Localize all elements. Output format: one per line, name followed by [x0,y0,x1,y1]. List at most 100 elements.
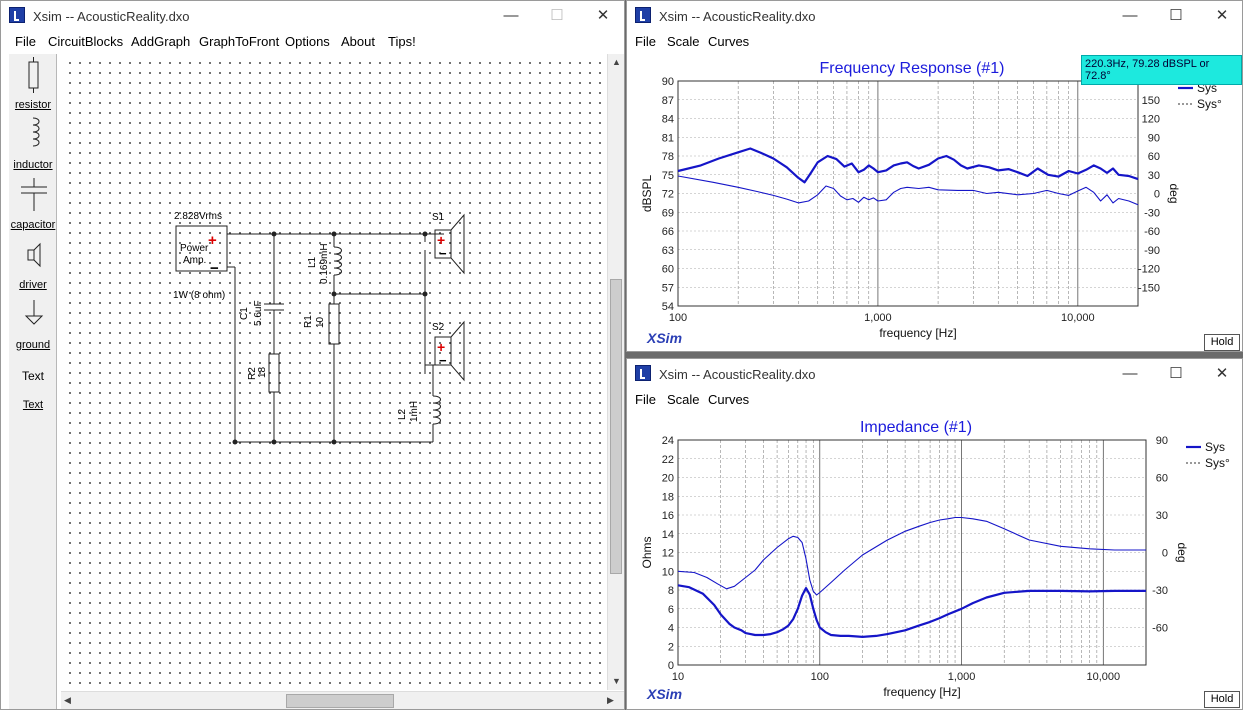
y-tick-label: 87 [662,95,674,107]
s2-minus-sign: − [439,353,447,368]
y-axis-label: Ohms [640,536,654,568]
r2-value-label: 18 [257,366,268,378]
menu-graphtofront[interactable]: GraphToFront [199,34,280,49]
maximize-button[interactable]: ☐ [1169,7,1183,24]
junction-dot [331,291,337,297]
driver-icon[interactable] [27,249,35,261]
legend-label-sys: Sys [1205,440,1225,454]
hold-button[interactable]: Hold [1204,334,1240,351]
junction-dot [331,439,337,445]
maximize-button[interactable]: ☐ [1169,365,1183,382]
y2-axis-label: deg [1175,542,1189,562]
component-palette: resistor inductor capacitor driver groun… [9,54,57,709]
menu-bar: File Scale Curves [627,31,1242,53]
amp-label-line2: Amp. [183,255,206,266]
menu-about[interactable]: About [341,34,375,49]
palette-text-tool[interactable]: Text [21,369,44,383]
l1-value-label: 0.169mH [319,243,330,284]
freq-window-titlebar[interactable]: Xsim -- AcousticReality.dxo — ☐ ✕ [627,1,1242,31]
window-title: Xsim -- AcousticReality.dxo [659,367,816,382]
hold-button[interactable]: Hold [1204,691,1240,708]
l2-inductor[interactable] [432,395,441,425]
l1-inductor[interactable] [333,246,342,276]
y-axis-label: dBSPL [640,174,654,212]
impedance-window: Xsim -- AcousticReality.dxo — ☐ ✕ File S… [626,358,1243,710]
inductor-icon[interactable] [32,117,40,147]
y-tick-label: 10 [662,566,674,578]
menu-file[interactable]: File [635,392,656,407]
y2-tick-label: 90 [1156,435,1168,447]
menu-scale[interactable]: Scale [667,392,700,407]
imp-window-titlebar[interactable]: Xsim -- AcousticReality.dxo — ☐ ✕ [627,359,1242,389]
menu-options[interactable]: Options [285,34,330,49]
scroll-down-arrow-icon[interactable]: ▼ [612,676,621,686]
r1-resistor[interactable] [328,303,340,345]
menu-curves[interactable]: Curves [708,34,750,49]
frequency-graph-area[interactable]: 9087848178757269666360575418015012090603… [627,53,1242,351]
r1-name-label: R1 [303,315,314,328]
s1-plus-sign: + [437,232,445,248]
minimize-button[interactable]: — [1122,7,1138,24]
menu-circuitblocks[interactable]: CircuitBlocks [48,34,124,49]
cursor-readout: 220.3Hz, 79.28 dBSPL or 72.8° [1081,55,1242,85]
scroll-right-arrow-icon[interactable]: ▶ [607,695,614,705]
palette-label-capacitor[interactable]: capacitor [10,219,56,231]
minimize-button[interactable]: — [1122,365,1138,382]
menu-bar: File CircuitBlocks AddGraph GraphToFront… [1,31,624,53]
app-logo-icon [635,365,651,381]
palette-label-resistor[interactable]: resistor [14,99,52,111]
palette-label-text[interactable]: Text [22,399,44,411]
y-tick-label: 4 [668,623,674,635]
close-button[interactable]: ✕ [1215,365,1229,382]
series-line-sys [677,584,1146,638]
vertical-scrollbar[interactable]: ▲ ▼ [607,54,624,690]
scroll-up-arrow-icon[interactable]: ▲ [612,57,621,67]
menu-curves[interactable]: Curves [708,392,750,407]
series-line-phase [677,516,1146,596]
circuit-window-titlebar[interactable]: Xsim -- AcousticReality.dxo — ☐ ✕ [1,1,624,31]
menu-addgraph[interactable]: AddGraph [131,34,191,49]
s1-label: S1 [432,212,445,223]
junction-dot [422,231,428,237]
y-tick-label: 60 [662,264,674,276]
y-tick-label: 69 [662,207,674,219]
y-tick-label: 78 [662,151,674,163]
close-button[interactable]: ✕ [1215,7,1229,24]
palette-label-ground[interactable]: ground [15,339,51,351]
amp-minus-sign: − [210,260,219,277]
s2-plus-sign: + [437,339,445,355]
y2-tick-label: 120 [1142,114,1160,126]
y-tick-label: 2 [668,641,674,653]
ground-icon-arrow [24,315,44,325]
r2-resistor[interactable] [268,353,280,393]
schematic-canvas[interactable]: 2.828Vrms Power Amp. 1W (8 ohm) + − S1 S… [61,54,607,690]
amp-voltage-label: 2.828Vrms [174,211,222,222]
horizontal-scrollbar[interactable]: ◀ ▶ [61,691,624,709]
s2-label: S2 [432,322,445,333]
menu-tips[interactable]: Tips! [388,34,416,49]
power-amp-block[interactable] [175,225,228,272]
menu-bar: File Scale Curves [627,389,1242,411]
vertical-scroll-thumb[interactable] [610,279,622,574]
horizontal-scroll-thumb[interactable] [286,694,394,708]
series-line-sys [677,147,1139,184]
menu-file[interactable]: File [635,34,656,49]
menu-scale[interactable]: Scale [667,34,700,49]
window-title: Xsim -- AcousticReality.dxo [659,9,816,24]
xsim-logo: XSim [647,330,683,346]
resistor-icon[interactable] [28,61,39,89]
menu-file[interactable]: File [15,34,36,49]
app-logo-icon [9,7,25,23]
palette-label-inductor[interactable]: inductor [13,159,53,171]
palette-label-driver[interactable]: driver [19,279,47,291]
y-tick-label: 12 [662,548,674,560]
minimize-button[interactable]: — [503,7,519,24]
close-button[interactable]: ✕ [596,7,610,24]
y-tick-label: 54 [662,301,674,313]
scroll-left-arrow-icon[interactable]: ◀ [64,695,71,705]
y2-tick-label: -60 [1144,226,1160,238]
y2-tick-label: -30 [1144,207,1160,219]
junction-dot [331,231,337,237]
maximize-button[interactable]: ☐ [550,7,564,24]
